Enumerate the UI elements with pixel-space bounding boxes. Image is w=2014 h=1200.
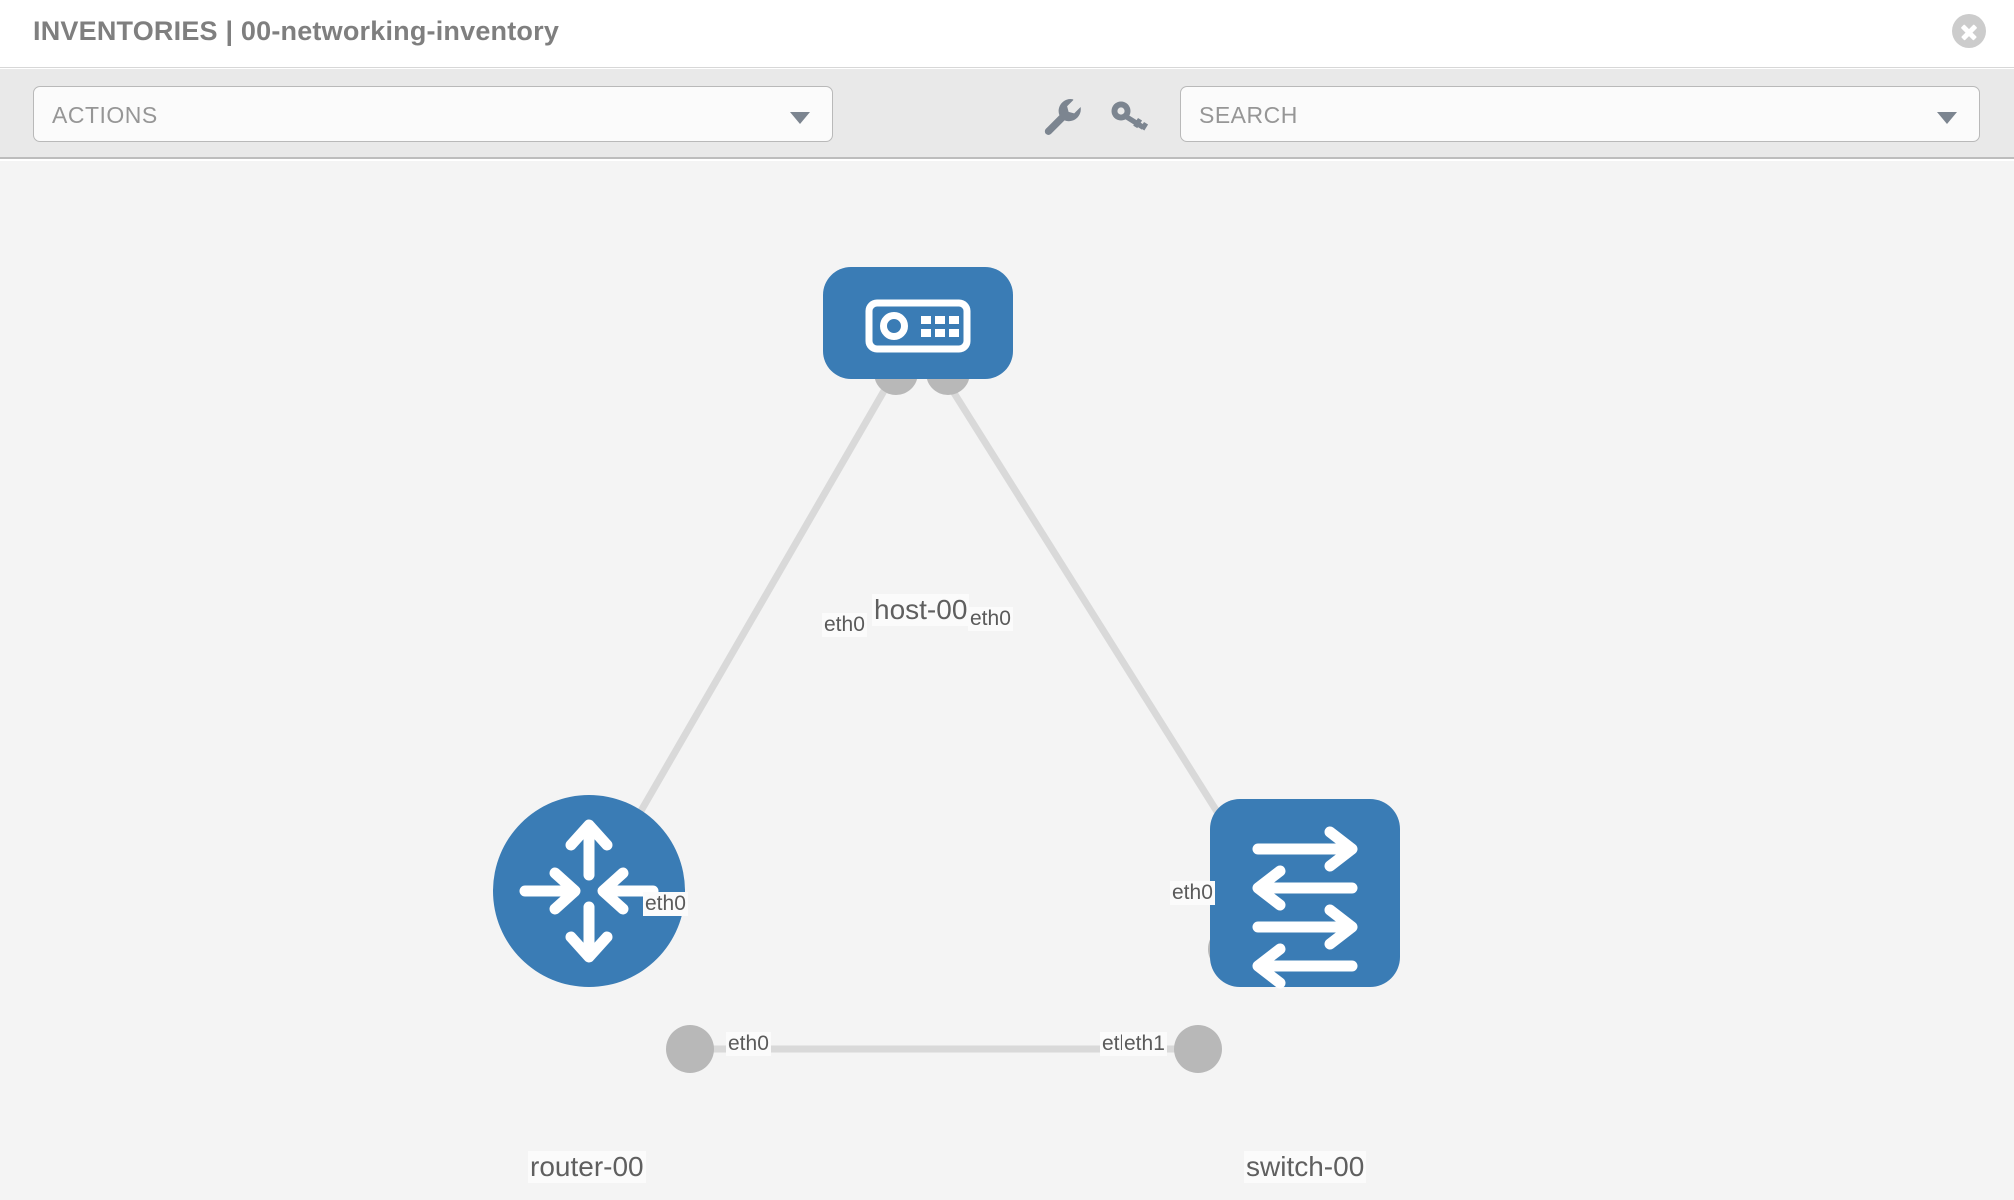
chevron-down-icon	[1937, 112, 1957, 124]
switch-icon	[1252, 826, 1358, 989]
iface-label-switch00-to-router00: eth1	[1122, 1032, 1167, 1056]
endpoint-switch00-eth1-side	[1174, 1025, 1222, 1073]
iface-label-host00-to-switch00: eth0	[968, 607, 1013, 631]
search-placeholder: SEARCH	[1199, 102, 1298, 128]
iface-label-router00-to-host00: eth0	[643, 892, 688, 916]
router-icon	[519, 819, 659, 963]
node-router-00[interactable]	[493, 795, 685, 987]
edge-host00-switch00	[941, 375, 1251, 863]
page-title: INVENTORIES | 00-networking-inventory	[33, 16, 560, 46]
node-label-router-00: router-00	[528, 1151, 646, 1183]
topology-graph	[493, 267, 1400, 1073]
node-label-switch-00: switch-00	[1244, 1151, 1367, 1183]
topology-canvas[interactable]: host-00 router-00 switch-00 eth0 eth0 et…	[0, 161, 2014, 1200]
node-label-host-00: host-00	[872, 594, 970, 626]
topology-edges	[608, 375, 1251, 1053]
iface-label-host00-to-router00: eth0	[822, 613, 867, 637]
actions-dropdown-label: ACTIONS	[52, 102, 158, 128]
chevron-down-icon	[790, 112, 810, 124]
node-host-00[interactable]	[823, 267, 1013, 379]
wrench-icon[interactable]	[1040, 96, 1084, 136]
iface-label-switch00-to-host00: eth0	[1170, 881, 1215, 905]
endpoint-router00-eth0-side	[666, 1025, 714, 1073]
edge-host00-router00	[608, 375, 896, 863]
iface-label-router00-to-switch00: eth0	[726, 1032, 771, 1056]
key-icon[interactable]	[1108, 96, 1152, 136]
search-input[interactable]: SEARCH	[1180, 86, 1980, 142]
close-icon[interactable]	[1952, 14, 1986, 48]
node-switch-00[interactable]	[1210, 799, 1400, 989]
host-icon	[865, 299, 971, 353]
actions-dropdown[interactable]: ACTIONS	[33, 86, 833, 142]
toolbar: ACTIONS SEARCH	[0, 69, 2014, 159]
page-header: INVENTORIES | 00-networking-inventory	[0, 0, 2014, 68]
